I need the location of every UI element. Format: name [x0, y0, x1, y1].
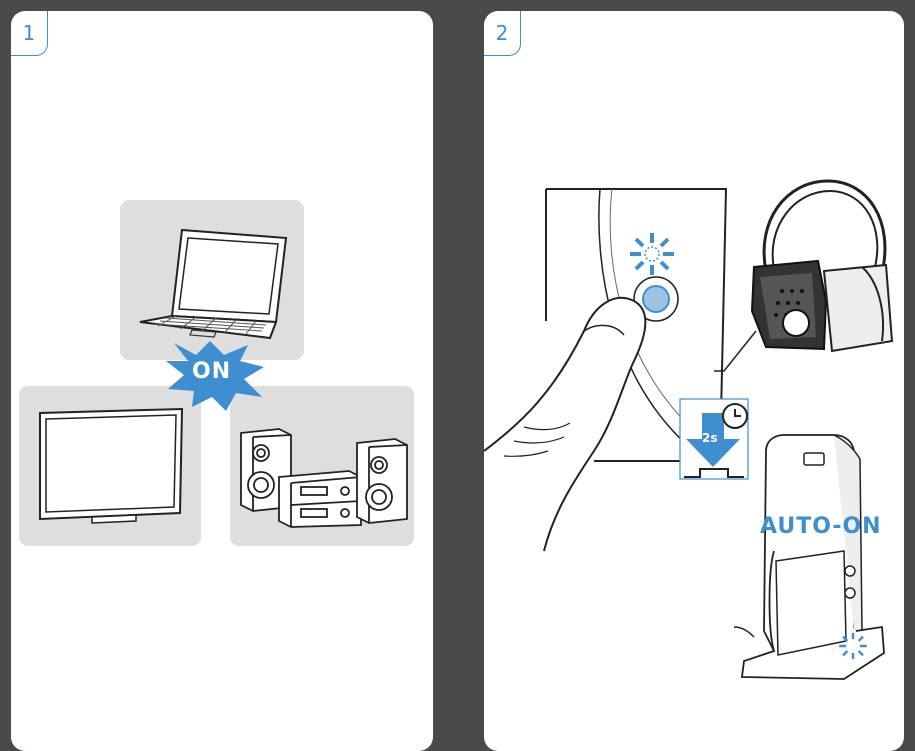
on-label: ON: [192, 359, 231, 384]
blink-light-icon: [628, 233, 676, 275]
transmitter-icon: [734, 431, 894, 691]
hold-duration-label: 2s: [702, 431, 718, 445]
step-1-panel: 1 ON: [11, 11, 433, 751]
tv-icon: [36, 409, 186, 525]
timer-icon: [720, 401, 750, 431]
step-number-badge: 1: [11, 11, 48, 56]
headphones-icon: [746, 181, 896, 371]
step-number-badge: 2: [484, 11, 521, 56]
finger-icon: [484, 281, 684, 551]
stereo-icon: [239, 427, 409, 527]
laptop-icon: [136, 226, 286, 341]
step-2-panel: 2: [484, 11, 904, 751]
auto-on-label: AUTO-ON: [760, 514, 882, 539]
blink-light-icon: [838, 631, 868, 661]
